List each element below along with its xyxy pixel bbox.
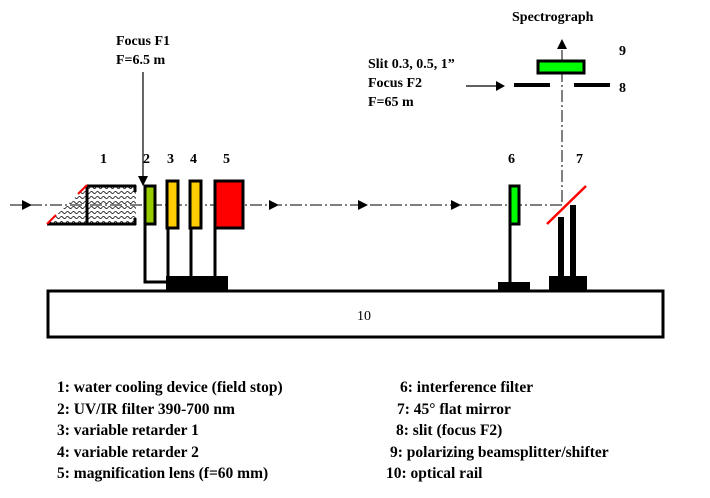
focus-f2-slit-label: Slit 0.3, 0.5, 1”	[368, 57, 455, 72]
legend-item: 7: 45° flat mirror	[397, 400, 511, 418]
component-number-8: 8	[619, 81, 626, 96]
slit	[514, 83, 610, 87]
component-number-3: 3	[167, 152, 174, 167]
beam-arrow-icon	[269, 200, 279, 210]
legend-item: 10: optical rail	[386, 465, 483, 482]
mirror-surface	[546, 185, 587, 225]
component-number-9: 9	[619, 44, 626, 59]
variable-retarder-2	[188, 179, 203, 278]
component-number-10: 10	[357, 309, 371, 324]
optical-rail: 10	[46, 289, 665, 339]
interference-filter	[498, 184, 530, 291]
legend-item: 8: slit (focus F2)	[396, 422, 503, 439]
spectrograph-label: Spectrograph	[512, 10, 594, 25]
beam-arrow-icon	[22, 200, 32, 210]
legend-item: 2: UV/IR filter 390-700 nm	[57, 400, 235, 418]
focus-f2-distance: F=65 m	[368, 95, 414, 110]
legend-item: 9: polarizing beamsplitter/shifter	[390, 443, 609, 461]
focus-f1-distance: F=6.5 m	[116, 53, 166, 68]
window-edge	[46, 214, 57, 225]
mount-block-mirror	[549, 276, 587, 291]
window-edge	[77, 184, 88, 195]
focus-f2-arrow	[466, 81, 505, 91]
component-number-2: 2	[143, 152, 150, 167]
focus-f1-arrow	[138, 72, 148, 186]
water-cooling-device	[46, 184, 137, 226]
component-number-7: 7	[576, 152, 583, 167]
focus-f2-label: Focus F2	[368, 76, 422, 91]
legend-item: 3: variable retarder 1	[57, 422, 199, 439]
polarizing-beamsplitter	[536, 59, 586, 75]
legend-left: 1: water cooling device (field stop) 2: …	[57, 377, 283, 485]
component-number-6: 6	[508, 152, 515, 167]
component-number-4: 4	[190, 152, 197, 167]
mount-block-left	[166, 276, 228, 291]
beam-arrow-icon	[358, 200, 368, 210]
uv-ir-filter	[143, 184, 167, 284]
legend-item: 1: water cooling device (field stop)	[57, 379, 283, 396]
variable-retarder-1	[165, 179, 180, 278]
legend-right: 6: interference filter 7: 45° flat mirro…	[386, 377, 609, 485]
component-number-5: 5	[223, 152, 230, 167]
beam-arrow-icon	[451, 200, 461, 210]
legend-item: 5: magnification lens (f=60 mm)	[57, 465, 269, 482]
magnification-lens	[213, 179, 245, 278]
component-number-1: 1	[100, 152, 107, 167]
focus-f1-label: Focus F1	[116, 34, 170, 49]
mount-block-filter	[498, 282, 530, 291]
legend-item: 4: variable retarder 2	[57, 443, 199, 461]
spectrograph-arrow-icon	[557, 39, 567, 49]
flat-mirror-45	[546, 185, 587, 291]
legend-item: 6: interference filter	[400, 379, 534, 396]
